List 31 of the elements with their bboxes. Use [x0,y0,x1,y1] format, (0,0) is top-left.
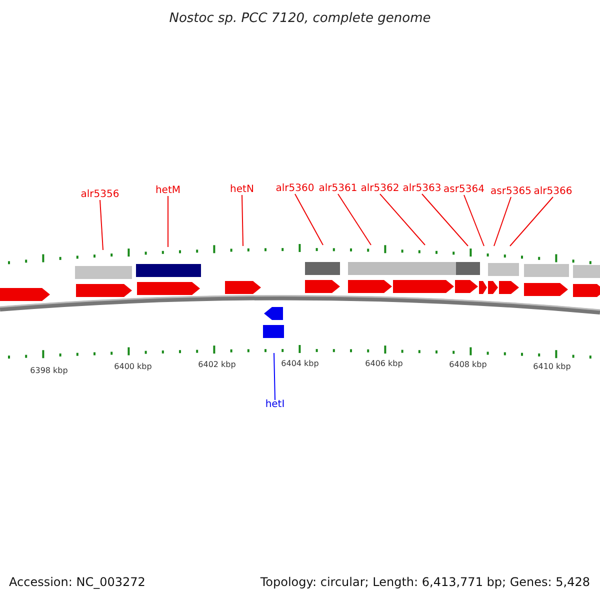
leader-line [464,194,484,246]
leader-line [510,196,554,246]
leader-line [100,200,104,250]
gene-label: alr5361 [318,184,358,194]
gene-label: asr5365 [490,187,532,197]
axis-label: 6402 kbp [198,361,236,369]
leader-line [338,194,372,246]
leader-line [274,352,276,400]
axis-label: 6400 kbp [114,363,152,371]
axis-label: 6408 kbp [449,361,487,369]
gene-label: hetM [155,186,181,196]
leader-line [494,196,512,246]
gene-label: asr5364 [444,185,484,195]
leader-line [422,194,468,246]
gene-label: alr5362 [360,184,400,194]
leader-line [380,194,426,246]
leader-line [242,194,244,246]
gene-label: hetN [230,185,254,195]
gene-label: alr5356 [80,190,120,200]
gene-label: alr5366 [534,187,572,197]
diagram-title: Nostoc sp. PCC 7120, complete genome [169,12,431,25]
gene-label: alr5360 [276,184,314,194]
axis-label: 6406 kbp [365,360,403,368]
gene-label: hetI [265,400,285,410]
axis-label: 6410 kbp [533,363,571,371]
footer-text: Accession: NC_003272 [9,576,146,588]
axis-label: 6404 kbp [281,360,319,368]
footer-text: Topology: circular; Length: 6,413,771 bp; Genes: 5,428 [260,576,590,588]
gene-label: alr5363 [402,184,442,194]
axis-label: 6398 kbp [30,367,68,375]
leader-line [294,194,324,246]
